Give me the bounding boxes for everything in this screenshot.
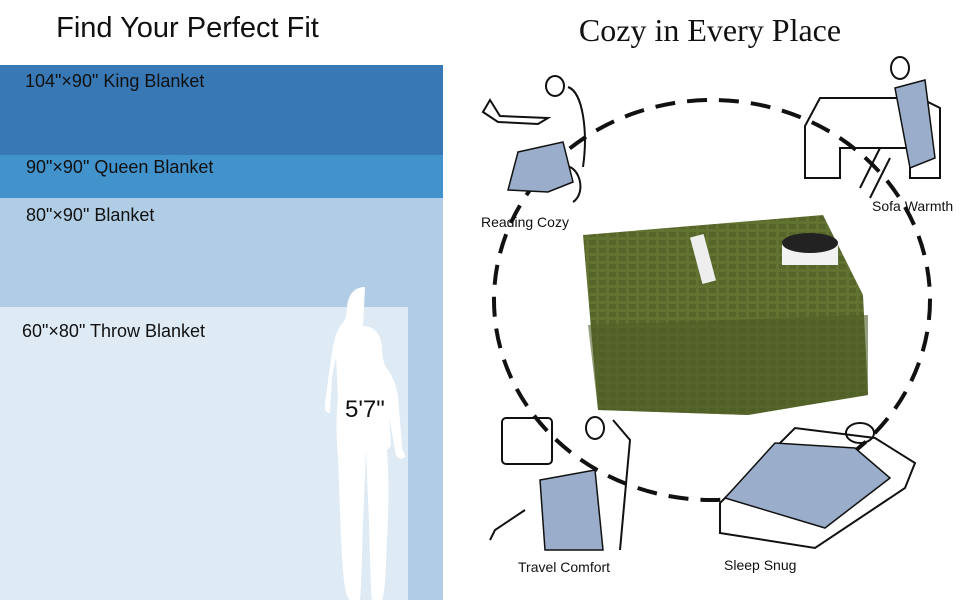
queen-size-label: 90"×90" Queen Blanket	[26, 157, 214, 177]
king-size-label: 104"×90" King Blanket	[25, 71, 205, 91]
person-silhouette-icon	[324, 287, 405, 600]
scene-label-reading-cozy: Reading Cozy	[481, 214, 569, 230]
sofa-warmth-illustration	[804, 56, 941, 199]
king-size-band: 104"×90" King Blanket	[0, 65, 443, 155]
queen-size-band: 90"×90" Queen Blanket	[0, 155, 443, 198]
throw-size-label: 60"×80" Throw Blanket	[22, 321, 206, 341]
scene-label-sleep-snug: Sleep Snug	[724, 557, 797, 573]
sleep-snug-illustration	[719, 422, 917, 550]
blanket-photo	[583, 215, 868, 415]
usage-title: Cozy in Every Place	[578, 12, 842, 48]
person-height-label: 5'7"	[345, 396, 385, 423]
travel-comfort-illustration	[489, 416, 632, 551]
full-size-label: 80"×90" Blanket	[26, 205, 155, 225]
scene-label-travel-comfort: Travel Comfort	[518, 559, 611, 575]
reading-cozy-illustration	[481, 75, 586, 203]
size-chart-title: Find Your Perfect Fit	[56, 12, 319, 44]
scene-label-sofa-warmth: Sofa Warmth	[872, 198, 954, 214]
